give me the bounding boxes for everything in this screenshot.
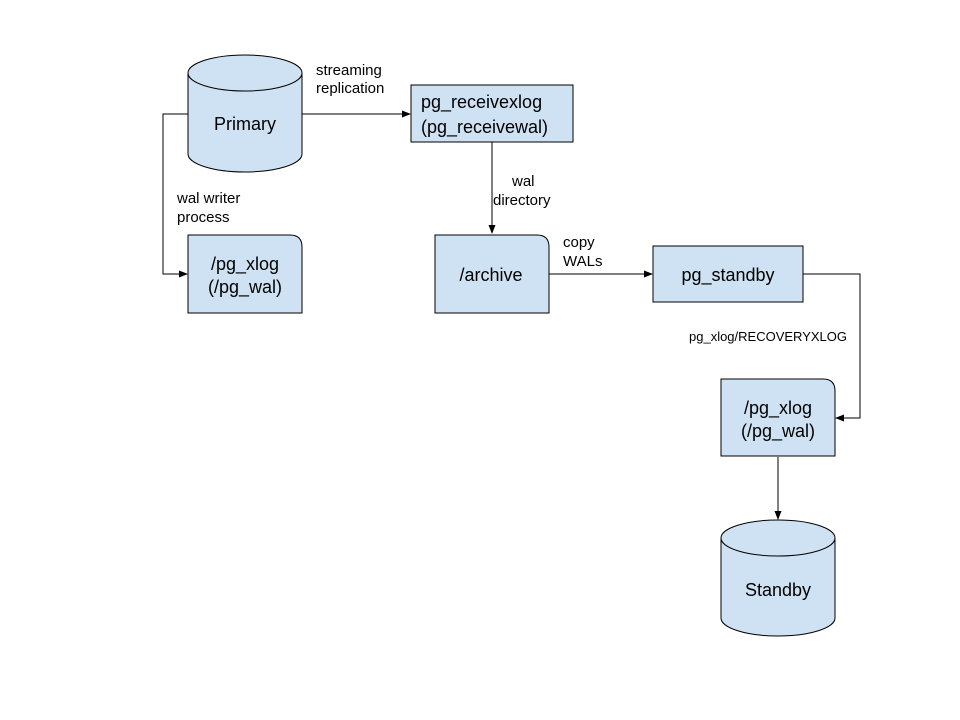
node-primary-pg-xlog: /pg_xlog (/pg_wal) xyxy=(187,234,303,314)
pg-receivexlog-line2: (pg_receivewal) xyxy=(421,117,548,138)
label-wal-writer-line2: process xyxy=(177,209,230,226)
node-primary: Primary xyxy=(187,54,303,173)
standby-cylinder-shape xyxy=(720,519,836,637)
primary-cylinder-top xyxy=(187,72,303,92)
edge-primary-to-pg-xlog xyxy=(162,113,188,278)
pg-receivexlog-shape xyxy=(410,84,574,143)
node-pg-standby: pg_standby xyxy=(652,245,804,303)
node-standby: Standby xyxy=(720,519,836,637)
label-wal-writer-line1: wal writer xyxy=(176,190,240,207)
label-wal-directory-line1: wal xyxy=(511,173,535,190)
node-standby-pg-xlog: /pg_xlog (/pg_wal) xyxy=(720,378,836,457)
label-copy-wals-line2: WALs xyxy=(563,253,602,270)
pg-receivexlog-line1: pg_receivexlog xyxy=(421,92,542,113)
standby-cylinder-top xyxy=(720,537,836,557)
standby-pg-xlog-shape xyxy=(720,378,836,457)
pg-standby-shape xyxy=(652,245,804,303)
archive-shape xyxy=(434,234,550,314)
primary-pg-xlog-line2: (/pg_wal) xyxy=(208,277,282,298)
primary-pg-xlog-line1: /pg_xlog xyxy=(211,254,279,275)
edge-pg-standby-to-standby-pg-xlog xyxy=(803,273,861,422)
node-pg-receivexlog: pg_receivexlog (pg_receivewal) xyxy=(410,84,574,143)
primary-pg-xlog-shape xyxy=(187,234,303,314)
label-wal-directory-line2: directory xyxy=(493,192,551,209)
primary-label: Primary xyxy=(214,114,276,134)
pg-standby-label: pg_standby xyxy=(681,265,774,286)
archive-label: /archive xyxy=(459,265,522,285)
label-recoveryxlog: pg_xlog/RECOVERYXLOG xyxy=(689,329,847,344)
standby-pg-xlog-line1: /pg_xlog xyxy=(744,398,812,419)
label-streaming-line1: streaming xyxy=(316,62,382,79)
node-archive: /archive xyxy=(434,234,550,314)
label-streaming-line2: replication xyxy=(316,80,384,97)
label-copy-wals-line1: copy xyxy=(563,234,595,251)
primary-cylinder-shape xyxy=(187,54,303,173)
standby-pg-xlog-line2: (/pg_wal) xyxy=(741,421,815,442)
standby-label: Standby xyxy=(745,580,811,600)
